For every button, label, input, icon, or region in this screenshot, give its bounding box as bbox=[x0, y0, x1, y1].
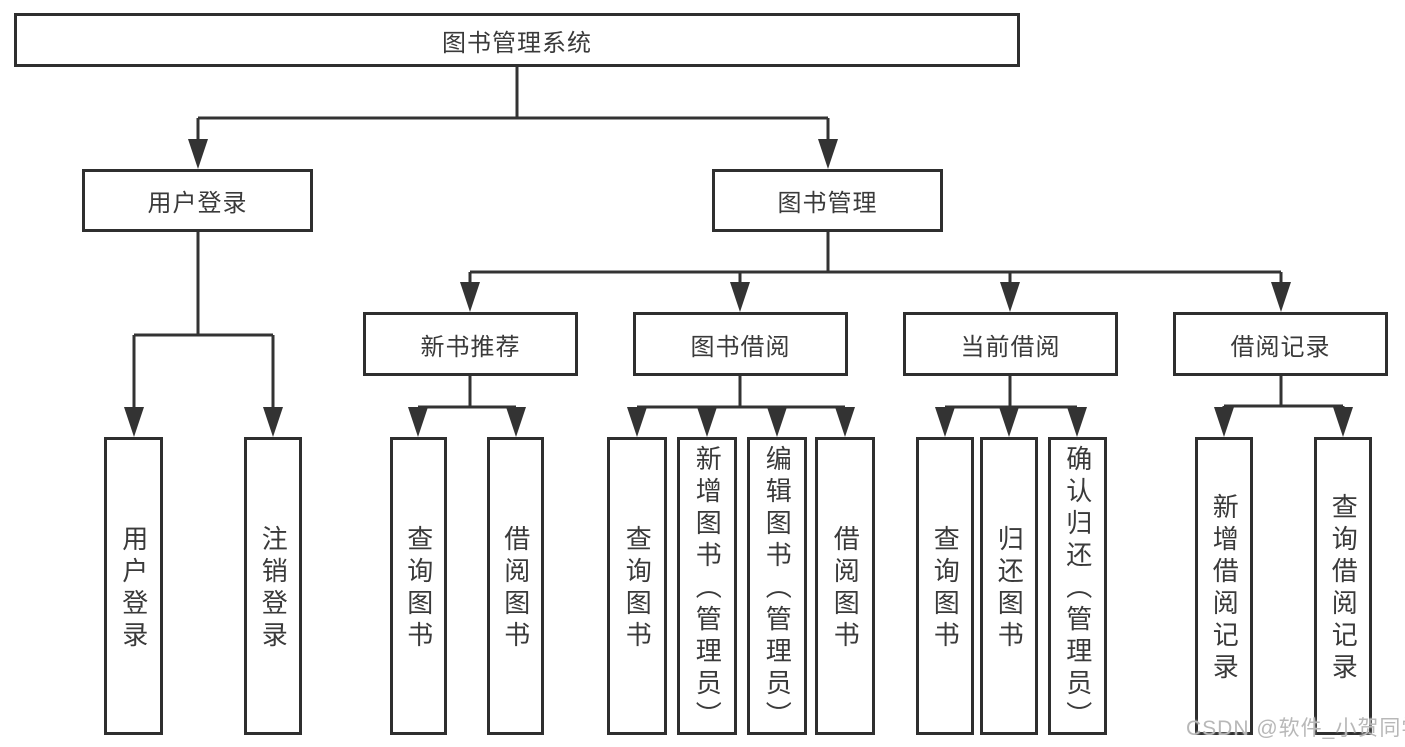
leaf-label: 编辑图书（管理员） bbox=[762, 445, 793, 733]
node-query-borrow-record: 查询借阅记录 bbox=[1314, 437, 1372, 735]
leaf-label: 查询图书 bbox=[930, 525, 961, 653]
leaf-label: 注销登录 bbox=[258, 525, 289, 653]
node-query-books-borrow: 查询图书 bbox=[607, 437, 667, 735]
node-borrow-books-recommend: 借阅图书 bbox=[487, 437, 544, 735]
node-edit-book-admin: 编辑图书（管理员） bbox=[747, 437, 807, 735]
node-query-books-current: 查询图书 bbox=[916, 437, 974, 735]
leaf-label: 新增图书（管理员） bbox=[692, 445, 723, 733]
leaf-label: 借阅图书 bbox=[830, 525, 861, 653]
node-logout: 注销登录 bbox=[244, 437, 302, 735]
node-add-book-admin: 新增图书（管理员） bbox=[677, 437, 737, 735]
node-borrow-records: 借阅记录 bbox=[1173, 312, 1388, 376]
leaf-label: 新增借阅记录 bbox=[1209, 493, 1240, 685]
leaf-label: 借阅图书 bbox=[500, 525, 531, 653]
node-book-management: 图书管理 bbox=[712, 169, 943, 232]
node-add-borrow-record: 新增借阅记录 bbox=[1195, 437, 1253, 735]
node-user-login-leaf: 用户登录 bbox=[104, 437, 163, 735]
node-return-book: 归还图书 bbox=[980, 437, 1038, 735]
leaf-label: 归还图书 bbox=[994, 525, 1025, 653]
node-user-login: 用户登录 bbox=[82, 169, 313, 232]
leaf-label: 查询图书 bbox=[403, 525, 434, 653]
node-book-borrow: 图书借阅 bbox=[633, 312, 848, 376]
leaf-label: 查询图书 bbox=[622, 525, 653, 653]
node-current-borrow: 当前借阅 bbox=[903, 312, 1118, 376]
leaf-label: 用户登录 bbox=[118, 525, 149, 653]
node-confirm-return-admin: 确认归还（管理员） bbox=[1048, 437, 1107, 735]
node-library-system: 图书管理系统 bbox=[14, 13, 1020, 67]
leaf-label: 确认归还（管理员） bbox=[1062, 445, 1093, 733]
node-new-book-recommend: 新书推荐 bbox=[363, 312, 578, 376]
node-borrow-books-leaf: 借阅图书 bbox=[815, 437, 875, 735]
csdn-watermark: CSDN @软件_小贺同学 bbox=[1186, 717, 1405, 740]
node-query-books-recommend: 查询图书 bbox=[390, 437, 447, 735]
leaf-label: 查询借阅记录 bbox=[1328, 493, 1359, 685]
